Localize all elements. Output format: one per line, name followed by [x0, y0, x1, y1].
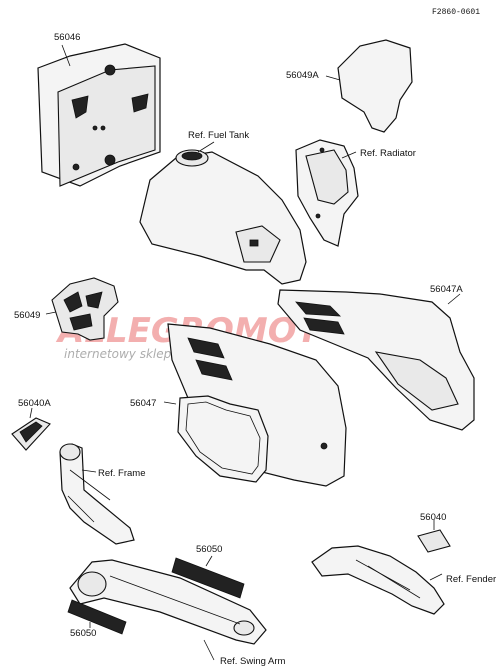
- side-panel-decal-part[interactable]: [177, 395, 269, 483]
- swing-arm-part[interactable]: Ref. Swing Arm: [69, 559, 286, 667]
- label-56050-bottom: 56050: [70, 628, 96, 639]
- label-fender: Ref. Fender: [446, 574, 496, 585]
- small-decal-part[interactable]: 56040A: [11, 398, 51, 451]
- label-fuel-tank: Ref. Fuel Tank: [188, 130, 249, 141]
- radiator-part[interactable]: Ref. Radiator: [295, 139, 416, 247]
- label-frame: Ref. Frame: [98, 468, 146, 479]
- swing-arm-decal-lower-part[interactable]: 56050: [67, 599, 127, 639]
- label-56046: 56046: [54, 32, 80, 43]
- fuel-tank-part[interactable]: Ref. Fuel Tank: [139, 130, 307, 285]
- label-swing-arm: Ref. Swing Arm: [220, 656, 286, 667]
- label-56049: 56049: [14, 310, 40, 321]
- label-56047: 56047: [130, 398, 156, 409]
- fender-part[interactable]: Ref. Fender: [311, 545, 496, 615]
- label-56050-top: 56050: [196, 544, 222, 555]
- right-side-cover-part[interactable]: 56047A: [277, 284, 475, 431]
- guard-decal-part[interactable]: 56049: [14, 277, 119, 341]
- drawing-code: F2860-0601: [432, 8, 480, 17]
- label-56047A: 56047A: [430, 284, 463, 295]
- label-56040A: 56040A: [18, 398, 51, 409]
- frame-part[interactable]: Ref. Frame: [59, 443, 146, 545]
- label-56040: 56040: [420, 512, 446, 523]
- left-side-cover-part[interactable]: 56047: [130, 323, 347, 487]
- label-radiator: Ref. Radiator: [360, 148, 416, 159]
- radiator-decal-part[interactable]: 56049A: [286, 39, 413, 133]
- swing-arm-decal-upper-part[interactable]: 56050: [171, 544, 245, 599]
- license-plate-part[interactable]: 56046: [37, 32, 161, 187]
- label-56049A: 56049A: [286, 70, 319, 81]
- tag-decal-part[interactable]: 56040: [417, 512, 451, 553]
